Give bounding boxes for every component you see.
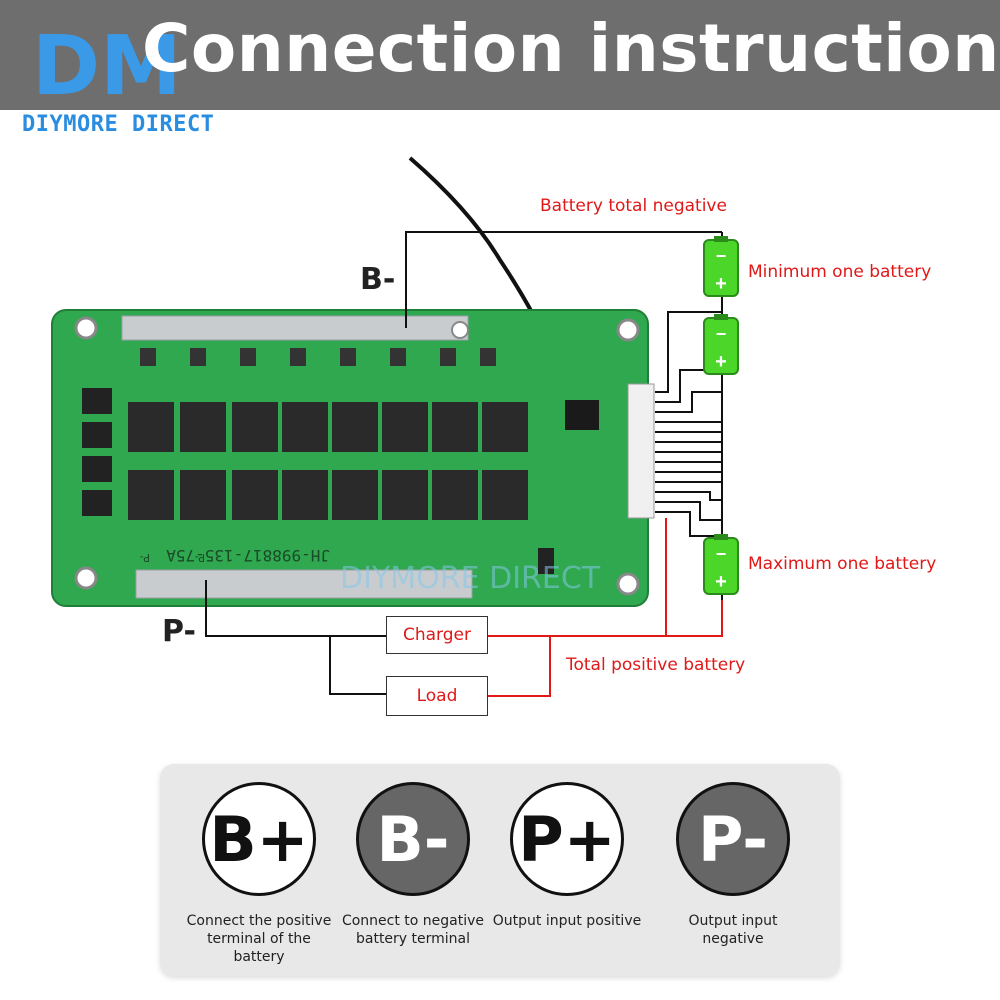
board-pad-label-1: P-	[140, 551, 150, 564]
terminal-p-minus: P- Output input negative	[658, 782, 808, 948]
label-total-positive-battery: Total positive battery	[566, 655, 746, 675]
svg-text:+: +	[715, 273, 727, 295]
header-bar: DM Connection instructions	[0, 0, 1000, 110]
terminal-b-plus-symbol: B+	[202, 782, 316, 896]
logo-caption: DIYMORE DIRECT	[22, 112, 215, 137]
balance-wires	[655, 311, 722, 537]
b-minus-wire	[405, 231, 722, 328]
battery-cell-bottom: − +	[703, 534, 739, 595]
terminal-b-minus-symbol: B-	[356, 782, 470, 896]
label-p-minus: P-	[162, 614, 196, 649]
terminal-b-minus-description: Connect to negative battery terminal	[341, 913, 485, 947]
terminal-b-plus: B+ Connect the positive terminal of the …	[184, 782, 334, 966]
svg-text:+: +	[715, 571, 727, 593]
terminal-p-plus-symbol: P+	[510, 782, 624, 896]
svg-text:+: +	[715, 351, 727, 373]
terminal-p-minus-description: Output input negative	[688, 913, 778, 947]
terminal-legend-panel: B+ Connect the positive terminal of the …	[160, 764, 840, 976]
label-maximum-one-battery: Maximum one battery	[748, 554, 937, 574]
ntc-sensor-wire	[408, 156, 537, 319]
terminal-p-plus-description: Output input positive	[492, 913, 642, 929]
board-watermark: DIYMORE DIRECT	[340, 561, 601, 596]
battery-cell-top: − +	[703, 236, 739, 297]
p-minus-wire	[205, 580, 386, 637]
label-battery-total-negative: Battery total negative	[540, 196, 727, 216]
battery-cell-second: − +	[703, 314, 739, 375]
diagram-drawing: JH-998817-135-75A P- P- DIYMORE DIRECT	[51, 156, 739, 697]
label-minimum-one-battery: Minimum one battery	[748, 262, 932, 282]
terminal-p-plus: P+ Output input positive	[492, 782, 642, 930]
svg-text:−: −	[716, 324, 727, 344]
svg-text:−: −	[716, 246, 727, 266]
total-positive-wire	[666, 600, 723, 637]
terminal-b-minus: B- Connect to negative battery terminal	[338, 782, 488, 948]
bms-board	[51, 309, 655, 607]
terminal-p-minus-symbol: P-	[676, 782, 790, 896]
page-title: Connection instructions	[142, 10, 1000, 87]
board-silk-text: JH-998817-135-75A	[166, 546, 330, 565]
diymore-logo: DM	[32, 22, 182, 102]
svg-text:−: −	[716, 544, 727, 564]
p-minus-load-wire	[329, 636, 386, 695]
charger-box: Charger	[386, 616, 488, 654]
board-pad-label-2: P-	[195, 551, 205, 564]
svg-text:DM: DM	[32, 22, 182, 102]
load-box: Load	[386, 676, 488, 716]
label-b-minus: B-	[360, 262, 396, 297]
terminal-b-plus-description: Connect the positive terminal of the bat…	[186, 913, 332, 965]
load-positive-wire	[488, 636, 551, 697]
connection-diagram: JH-998817-135-75A P- P- DIYMORE DIRECT	[51, 156, 937, 716]
